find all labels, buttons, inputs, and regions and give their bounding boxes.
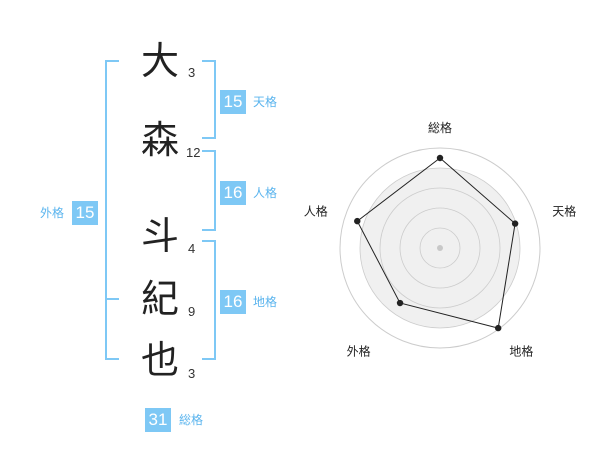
radar-center-dot bbox=[437, 245, 443, 251]
chikaku-value-badge: 16 bbox=[220, 290, 246, 314]
jinkaku-value-badge: 16 bbox=[220, 181, 246, 205]
stroke-count-1: 3 bbox=[188, 65, 196, 80]
radar-ring-2 bbox=[399, 207, 481, 289]
radar-axis-label: 人格 bbox=[304, 204, 328, 219]
chikaku-label: 地格 bbox=[253, 295, 278, 309]
soukaku-value-badge: 31 bbox=[145, 408, 171, 432]
tenkaku-label: 天格 bbox=[253, 95, 278, 109]
soukaku-label: 総格 bbox=[179, 413, 204, 427]
radar-point-地格 bbox=[494, 324, 502, 332]
gaikaku-label: 外格 bbox=[40, 206, 65, 220]
radar-ring-4 bbox=[359, 167, 521, 329]
gaikaku-bracket bbox=[105, 60, 119, 360]
chikaku-bracket bbox=[202, 240, 216, 360]
tenkaku-value-badge: 15 bbox=[220, 90, 246, 114]
stroke-count-3: 4 bbox=[188, 241, 196, 256]
name-char-2: 森 bbox=[140, 118, 179, 162]
gaikaku-value-badge: 15 bbox=[72, 201, 98, 225]
name-char-3: 斗 bbox=[140, 214, 179, 258]
radar-axis-label: 天格 bbox=[552, 204, 576, 219]
radar-ring-1 bbox=[419, 227, 461, 269]
name-char-4: 紀 bbox=[140, 277, 179, 321]
radar-axis-label: 外格 bbox=[347, 343, 371, 358]
radar-axis-label: 総格 bbox=[428, 120, 452, 135]
radar-point-外格 bbox=[396, 299, 404, 307]
name-char-1: 大 bbox=[140, 39, 179, 83]
radar-ring-5 bbox=[339, 147, 541, 349]
tenkaku-bracket bbox=[202, 60, 216, 139]
radar-point-総格 bbox=[436, 154, 444, 162]
stroke-count-2: 12 bbox=[186, 145, 201, 160]
jinkaku-label: 人格 bbox=[253, 186, 278, 200]
stroke-count-5: 3 bbox=[188, 366, 196, 381]
jinkaku-bracket bbox=[202, 150, 216, 231]
stroke-count-4: 9 bbox=[188, 304, 196, 319]
radar-axis-label: 地格 bbox=[509, 343, 533, 358]
radar-polygon bbox=[356, 157, 516, 329]
radar-point-天格 bbox=[511, 220, 519, 227]
radar-ring-3 bbox=[379, 187, 501, 309]
radar-point-人格 bbox=[354, 217, 361, 225]
gaikaku-bracket-split bbox=[105, 298, 119, 300]
name-char-5: 也 bbox=[140, 338, 179, 382]
